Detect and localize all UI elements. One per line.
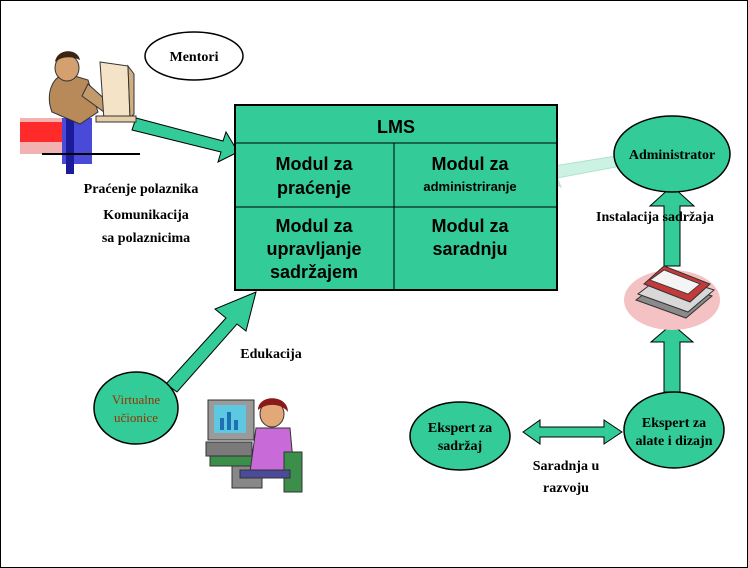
edukacija-label: Edukacija: [240, 347, 301, 362]
mentor-illustration: [20, 51, 140, 174]
arrow-mentor-to-lms: [131, 117, 239, 163]
module-tracking-line1: Modul za: [276, 154, 354, 174]
student-illustration: [205, 398, 303, 493]
arrow-book-to-admin: [648, 185, 696, 267]
virtualne-label-line2: učionice: [114, 410, 158, 425]
arrow-experts-collaboration: [522, 419, 623, 445]
module-admin-line1: Modul za: [432, 154, 510, 174]
administrator-node: [613, 115, 731, 193]
module-content-line2: upravljanje: [266, 239, 361, 259]
ekspert-sadrzaj-line2: sadržaj: [438, 439, 482, 454]
virtualne-label-line1: Virtualne: [112, 392, 161, 407]
virtualne-ucionice-node: [93, 371, 179, 445]
module-content-line3: sadržajem: [270, 262, 358, 282]
module-admin-line2: administriranje: [423, 179, 516, 194]
ekspert-sadrzaj-node: [409, 401, 511, 471]
mentori-label: Mentori: [170, 50, 219, 65]
ekspert-alate-line1: Ekspert za: [642, 416, 706, 431]
ekspert-sadrzaj-line1: Ekspert za: [428, 421, 492, 436]
arrow-classroom-to-lms: [165, 291, 257, 393]
saradnja-line1: Saradnja u: [533, 459, 600, 474]
mentori-node: [144, 31, 244, 81]
instalacija-sadrzaja-label: Instalacija sadržaja: [596, 210, 714, 225]
saradnja-line2: razvoju: [543, 481, 589, 496]
module-content-line1: Modul za: [276, 216, 354, 236]
komunikacija-line1: Komunikacija: [103, 208, 189, 223]
module-collab-line2: saradnju: [432, 239, 507, 259]
module-collab-line1: Modul za: [432, 216, 510, 236]
pracenje-polaznika-label: Praćenje polaznika: [84, 182, 199, 197]
book-illustration: [624, 265, 720, 330]
ekspert-alate-node: [623, 391, 725, 469]
administrator-label: Administrator: [629, 148, 715, 163]
komunikacija-line2: sa polaznicima: [102, 231, 190, 246]
arrow-expert-to-book: [649, 323, 695, 393]
module-tracking-line2: praćenje: [277, 178, 351, 198]
lms-box: [234, 104, 558, 291]
ekspert-alate-line2: alate i dizajn: [636, 434, 713, 449]
lms-title: LMS: [377, 117, 415, 137]
